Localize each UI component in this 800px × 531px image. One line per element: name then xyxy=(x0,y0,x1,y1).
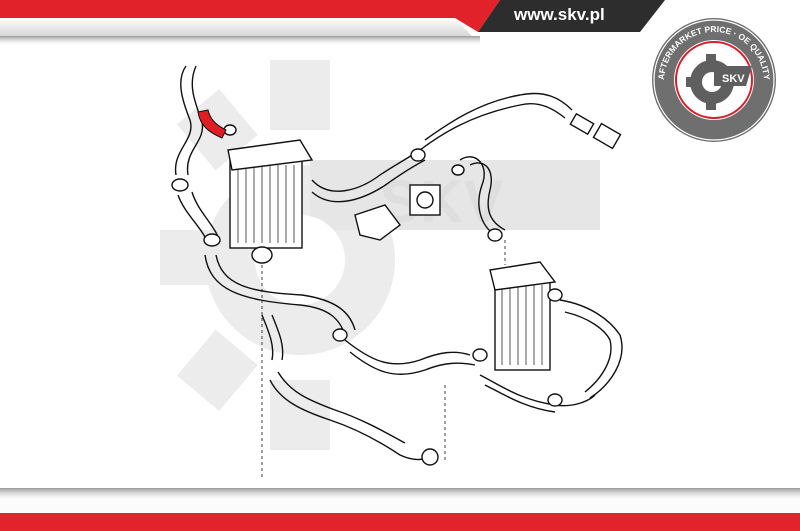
intercooler-hose-diagram xyxy=(171,65,623,480)
hose-top-long xyxy=(419,92,573,151)
footer-banner xyxy=(0,488,800,531)
intercooler-right xyxy=(489,261,557,371)
header-dark-band xyxy=(478,0,665,32)
watermark-gear-icon: SKV xyxy=(160,60,600,450)
throttle-body xyxy=(354,184,441,241)
hose-right-side xyxy=(559,299,623,399)
header-banner xyxy=(0,0,665,46)
svg-text:AUTO PARTS: AUTO PARTS xyxy=(678,139,751,165)
intercooler-left xyxy=(227,139,314,264)
hose-clamps xyxy=(171,124,563,407)
logo-ring-bottom: AUTO PARTS xyxy=(678,139,751,165)
skv-logo: SKV AFTERMARKET PRICE · OE QUALITY AUTO … xyxy=(652,18,776,165)
footer-red-stripe xyxy=(0,513,800,531)
website-link[interactable]: www.skv.pl xyxy=(514,5,605,24)
hose-center-lower xyxy=(344,339,476,376)
hose-right-upper xyxy=(459,156,506,236)
pipe-lower xyxy=(269,371,436,461)
hose-lower-left xyxy=(261,314,284,361)
logo-brand: SKV xyxy=(722,73,745,85)
highlighted-hose xyxy=(197,109,227,139)
header-red-stripe xyxy=(0,0,500,32)
hose-middle xyxy=(311,149,426,203)
svg-text:SKV: SKV xyxy=(380,168,503,235)
hose-bottom-right xyxy=(479,374,596,413)
